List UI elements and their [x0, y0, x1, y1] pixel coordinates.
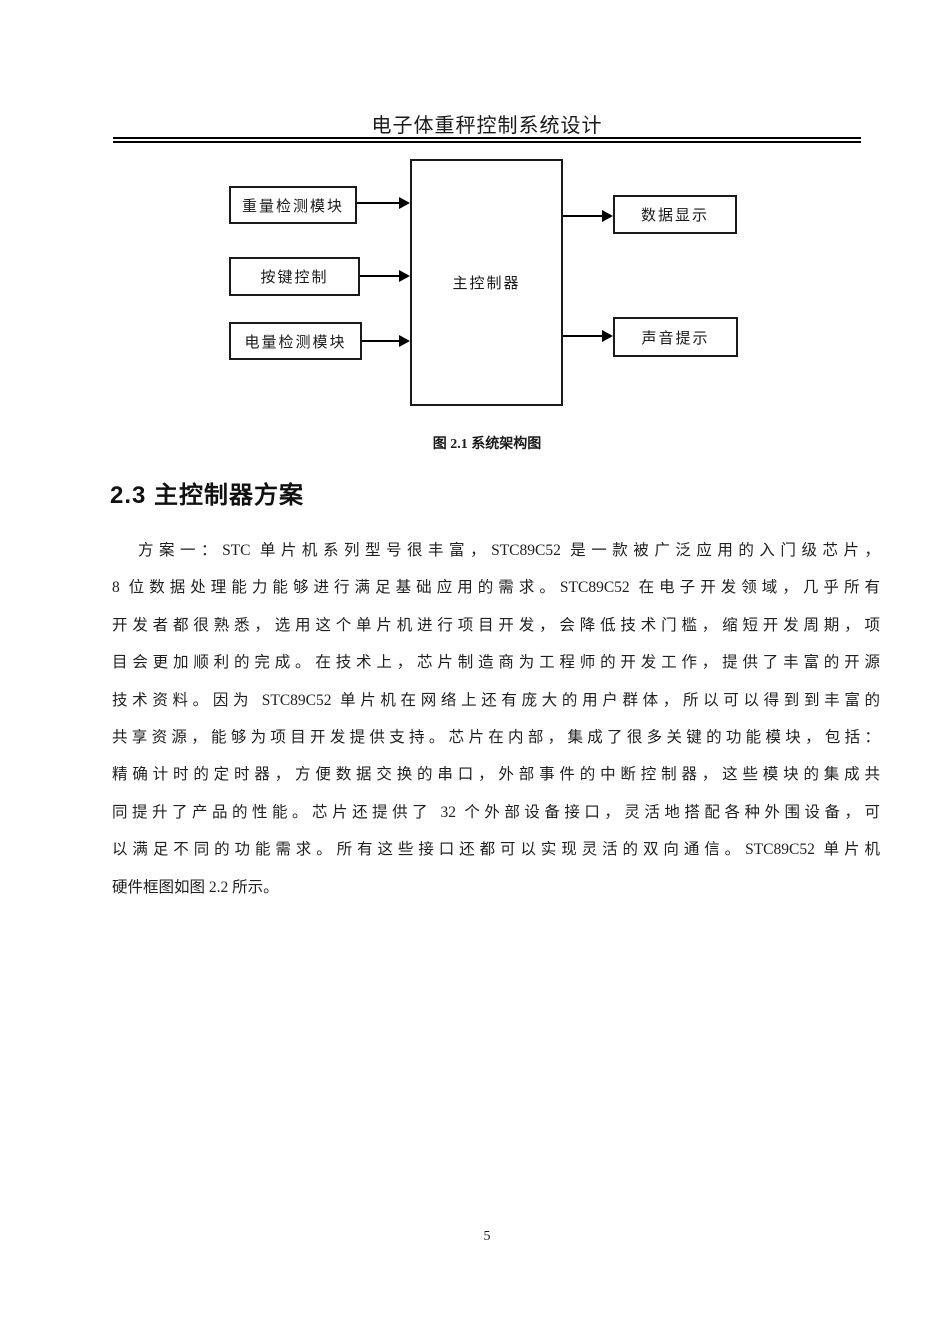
arrow-controller-to-sound	[563, 330, 613, 342]
document-header-title: 电子体重秤控制系统设计	[371, 115, 603, 137]
diagram-box-weight-detection: 重量检测模块	[229, 186, 357, 224]
paragraph-line: 开发者都很熟悉，选用这个单片机进行项目开发，会降低技术门槛，缩短开发周期，项	[112, 616, 880, 634]
paragraph-line: 以满足不同的功能需求。所有这些接口还都可以实现灵活的双向通信。STC89C52 …	[112, 841, 880, 859]
diagram-box-main-controller: 主控制器	[410, 159, 563, 406]
arrow-weight-to-controller	[357, 197, 410, 209]
arrow-battery-to-controller	[362, 335, 410, 347]
paragraph-line: 共享资源，能够为项目开发提供支持。芯片在内部，集成了很多关键的功能模块，包括：	[112, 729, 880, 747]
paragraph-line: 方案一：STC 单片机系列型号很丰富，STC89C52 是一款被广泛应用的入门级…	[138, 542, 880, 559]
system-architecture-diagram: 重量检测模块 按键控制 电量检测模块 主控制器 数据显示 声音提示	[0, 0, 950, 430]
body-paragraph: 方案一：STC 单片机系列型号很丰富，STC89C52 是一款被广泛应用的入门级…	[112, 532, 880, 906]
arrow-controller-to-display	[563, 210, 613, 222]
diagram-box-battery-detection: 电量检测模块	[229, 322, 362, 360]
diagram-box-sound-alert: 声音提示	[613, 317, 738, 357]
arrow-key-to-controller	[360, 270, 410, 282]
header-double-rule	[113, 137, 861, 143]
section-heading: 2.3 主控制器方案	[110, 482, 305, 509]
paragraph-line: 技术资料。因为 STC89C52 单片机在网络上还有庞大的用户群体，所以可以得到…	[112, 691, 880, 709]
paragraph-line: 精确计时的定时器，方便数据交换的串口，外部事件的中断控制器，这些模块的集成共	[112, 766, 880, 784]
paragraph-line: 目会更加顺利的完成。在技术上，芯片制造商为工程师的开发工作，提供了丰富的开源	[112, 654, 880, 672]
paragraph-line: 硬件框图如图 2.2 所示。	[112, 878, 279, 896]
page-number: 5	[483, 1229, 491, 1244]
diagram-box-data-display: 数据显示	[613, 195, 737, 234]
diagram-box-key-control: 按键控制	[229, 257, 360, 296]
figure-caption: 图 2.1 系统架构图	[432, 437, 542, 452]
paragraph-line: 8 位数据处理能力能够进行满足基础应用的需求。STC89C52 在电子开发领域，…	[112, 579, 880, 597]
paragraph-line: 同提升了产品的性能。芯片还提供了 32 个外部设备接口，灵活地搭配各种外围设备，…	[112, 803, 880, 821]
